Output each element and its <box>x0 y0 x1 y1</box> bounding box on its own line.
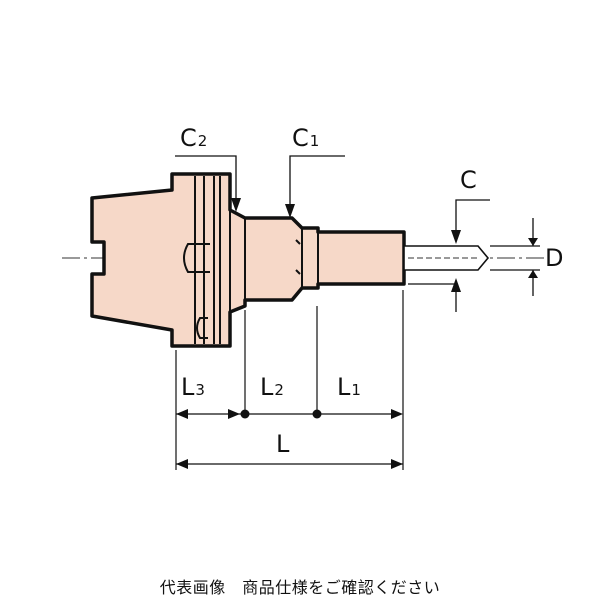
c1-leader <box>285 155 345 218</box>
c2-label: C2 <box>180 124 207 152</box>
shank-details <box>244 218 319 300</box>
extension-lines <box>175 290 404 470</box>
l-overall-dimension-line <box>176 459 403 469</box>
c-label: C <box>460 166 477 194</box>
l1-label: L1 <box>337 373 361 401</box>
c1-label: C1 <box>292 124 319 152</box>
l-partial-dimension-line <box>176 409 403 419</box>
holder-body <box>90 172 406 348</box>
l2-label: L2 <box>260 373 284 401</box>
c2-leader <box>175 155 241 212</box>
c-dimension <box>408 199 490 312</box>
representative-image-caption: 代表画像 商品仕様をご確認ください <box>159 578 441 597</box>
flange-details <box>183 176 231 344</box>
l3-label: L3 <box>181 373 205 401</box>
d-label: D <box>545 244 563 272</box>
d-dimension <box>490 218 540 296</box>
l-label: L <box>276 430 290 458</box>
